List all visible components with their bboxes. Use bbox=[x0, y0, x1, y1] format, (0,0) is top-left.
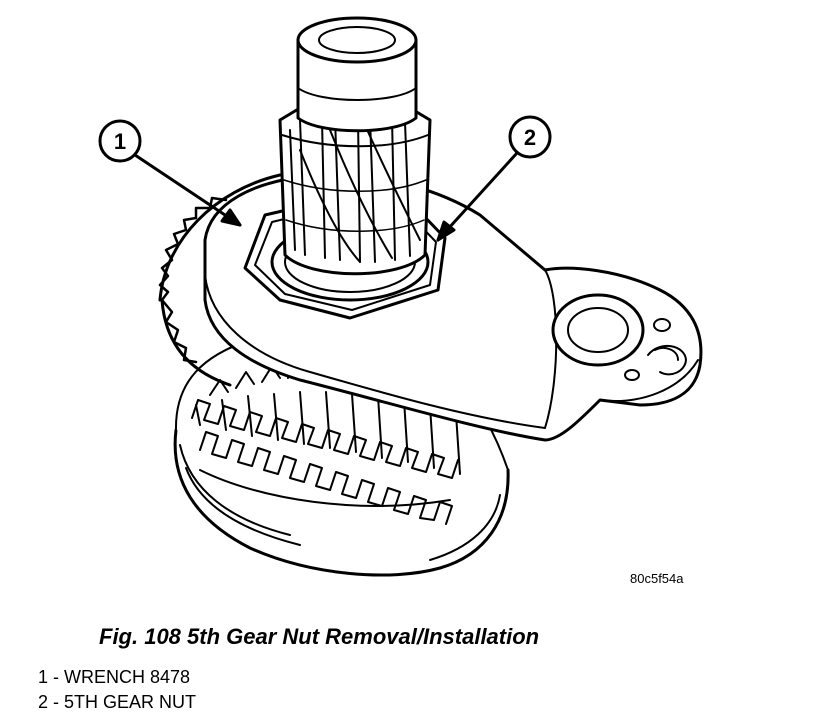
legend-item-2: 2 - 5TH GEAR NUT bbox=[38, 692, 197, 712]
callout-1 bbox=[98, 119, 242, 227]
gear-nut-illustration: 1 2 bbox=[98, 16, 703, 577]
image-id: 80c5f54a bbox=[630, 571, 684, 586]
splined-shaft bbox=[278, 106, 432, 276]
callout-2 bbox=[436, 115, 552, 242]
synchro-sleeve bbox=[173, 428, 510, 577]
legend-item-1: 1 - WRENCH 8478 bbox=[38, 667, 191, 687]
figure-caption: Fig. 108 5th Gear Nut Removal/Installati… bbox=[99, 624, 540, 649]
callout-1-number: 1 bbox=[114, 129, 126, 154]
legend: 1 - WRENCH 8478 2 - 5TH GEAR NUT bbox=[38, 665, 196, 715]
fifth-gear bbox=[158, 168, 322, 387]
shaft-top bbox=[296, 16, 418, 133]
callout-2-number: 2 bbox=[524, 125, 536, 150]
